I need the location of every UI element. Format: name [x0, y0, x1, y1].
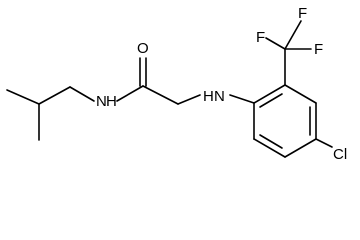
bond-ring-1-2	[253, 84, 286, 104]
structure-diagram: O N H H N F F F Cl	[6, 5, 347, 163]
amide-nitrogen-label: N	[96, 93, 107, 110]
chlorine-label: Cl	[333, 146, 347, 163]
bond-ring-5-6	[253, 138, 286, 158]
atom-labels: O N H H N F F F Cl	[96, 5, 347, 163]
amine-hydrogen-label: H	[203, 88, 214, 105]
bond-ring-2-3	[284, 84, 317, 104]
bond-ring-inner-1	[259, 93, 283, 108]
bond-amide-n-carbonyl	[116, 85, 144, 102]
bond-c-f-top-left	[265, 37, 286, 50]
bond-ch2-amide-n	[69, 86, 95, 102]
bond-isobutyl-ch-ch2	[38, 86, 71, 105]
bond-isobutyl-methyl-1	[6, 89, 40, 105]
bond-ring-4-5	[284, 138, 317, 158]
bond-ch2-amine-n	[177, 94, 201, 105]
oxygen-atom-label: O	[137, 40, 149, 57]
bond-lines	[6, 20, 333, 158]
bond-carbonyl-ch2	[142, 85, 179, 105]
bond-c-f-top-right	[284, 20, 302, 50]
bond-amine-n-ring	[229, 94, 255, 104]
fluorine-top-right-label: F	[298, 5, 307, 22]
amide-hydrogen-label: H	[106, 93, 117, 110]
bond-ring-cl	[315, 138, 333, 148]
fluorine-top-left-label: F	[256, 29, 265, 46]
amine-nitrogen-label: N	[214, 88, 225, 105]
fluorine-right-label: F	[314, 41, 323, 58]
bond-ring-inner-3	[259, 134, 283, 149]
